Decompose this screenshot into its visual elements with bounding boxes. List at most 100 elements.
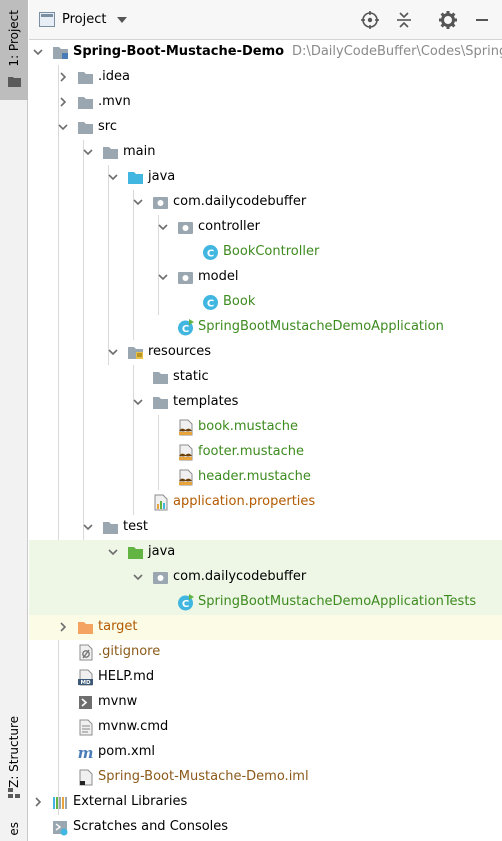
tree-row[interactable]: Scratches and Consoles [29, 815, 502, 840]
svg-text:C: C [207, 249, 214, 260]
tree-row[interactable]: java [29, 540, 502, 565]
chevron-right-icon[interactable] [58, 622, 68, 632]
tree-row[interactable]: C SpringBootMustacheDemoApplication [29, 315, 502, 340]
package-icon [178, 222, 193, 234]
svg-text:C: C [182, 324, 189, 335]
chevron-right-icon[interactable] [58, 72, 68, 82]
chevron-down-icon[interactable] [158, 272, 168, 282]
project-path: D:\DailyCodeBuffer\Codes\Spring-M [292, 44, 502, 59]
chevron-down-icon[interactable] [33, 47, 43, 57]
tree-item-label: HELP.md [98, 669, 155, 684]
tree-row[interactable]: .gitignore [29, 640, 502, 665]
tree-item-label: footer.mustache [198, 444, 304, 459]
text-file-icon [79, 719, 93, 736]
tree-item-label: controller [198, 219, 261, 234]
tree-row[interactable]: header.mustache [29, 465, 502, 490]
svg-text:MD: MD [80, 680, 90, 686]
chevron-down-icon[interactable] [133, 397, 143, 407]
chevron-down-icon[interactable] [83, 147, 93, 157]
tree-item-label: main [123, 144, 156, 159]
excluded-folder-icon [78, 622, 93, 634]
maven-icon: m [78, 744, 94, 761]
tree-row[interactable]: mvnw [29, 690, 502, 715]
tree-row[interactable]: .mvn [29, 90, 502, 115]
folder-icon [8, 77, 21, 87]
locate-icon[interactable] [360, 10, 380, 30]
chevron-down-icon[interactable] [108, 347, 118, 357]
indent-guide [58, 65, 59, 815]
favorites-tab-label: es [7, 822, 21, 836]
chevron-down-icon[interactable] [108, 547, 118, 557]
tree-item-label: com.dailycodebuffer [173, 569, 307, 584]
folder-icon [78, 122, 93, 134]
tree-row[interactable]: src [29, 115, 502, 140]
tree-row[interactable]: target [29, 615, 502, 640]
collapse-all-icon[interactable] [394, 10, 414, 30]
chevron-down-icon[interactable] [83, 522, 93, 532]
chevron-down-icon[interactable] [117, 17, 127, 23]
properties-file-icon [154, 494, 168, 511]
chevron-down-icon[interactable] [108, 172, 118, 182]
gitignore-file-icon [79, 644, 93, 661]
structure-icon [8, 788, 20, 798]
chevron-right-icon[interactable] [33, 797, 43, 807]
view-selector-label[interactable]: Project [62, 12, 107, 27]
tree-item-label: SpringBootMustacheDemoApplication [198, 319, 444, 334]
chevron-down-icon[interactable] [158, 222, 168, 232]
tree-item-label: test [123, 519, 148, 534]
tree-row[interactable]: application.properties [29, 490, 502, 515]
tree-item-label: pom.xml [98, 744, 155, 759]
tree-item-label: target [98, 619, 138, 634]
tree-item-label: model [198, 269, 239, 284]
tree-row[interactable]: mvnw.cmd [29, 715, 502, 740]
tree-row[interactable]: footer.mustache [29, 440, 502, 465]
folder-icon [103, 522, 118, 534]
tree-row[interactable]: com.dailycodebuffer [29, 565, 502, 590]
indent-guide [83, 140, 84, 540]
tree-row[interactable]: test [29, 515, 502, 540]
tree-item-label: com.dailycodebuffer [173, 194, 307, 209]
tree-row[interactable]: Spring-Boot-Mustache-Demo.iml [29, 765, 502, 790]
tree-row[interactable]: static [29, 365, 502, 390]
source-folder-icon [128, 172, 143, 184]
chevron-down-icon[interactable] [58, 122, 68, 132]
tree-row[interactable]: .idea [29, 65, 502, 90]
project-tool-tab[interactable]: 1: Project [0, 0, 28, 100]
tree-row[interactable]: java [29, 165, 502, 190]
tree-item-label: .idea [98, 69, 130, 84]
resources-folder-icon [128, 347, 143, 359]
iml-file-icon [79, 769, 93, 786]
tree-row[interactable]: com.dailycodebuffer [29, 190, 502, 215]
tree-row[interactable]: MD HELP.md [29, 665, 502, 690]
package-icon [153, 197, 168, 209]
tree-row[interactable]: External Libraries [29, 790, 502, 815]
tree-row[interactable]: resources [29, 340, 502, 365]
tree-item-label: BookController [223, 244, 320, 259]
tree-row[interactable]: controller [29, 215, 502, 240]
chevron-down-icon[interactable] [133, 197, 143, 207]
tree-row[interactable]: main [29, 140, 502, 165]
mustache-file-icon [179, 419, 193, 436]
tree-row[interactable]: C BookController [29, 240, 502, 265]
hide-icon[interactable] [472, 10, 492, 30]
tree-item-label: .mvn [98, 94, 131, 109]
tree-row[interactable]: templates [29, 390, 502, 415]
chevron-right-icon[interactable] [58, 97, 68, 107]
tree-item-label: book.mustache [198, 419, 298, 434]
tree-item-label: java [148, 169, 176, 184]
tree-row[interactable]: book.mustache [29, 415, 502, 440]
tree-item-label: header.mustache [198, 469, 311, 484]
favorites-tool-tab[interactable]: es [0, 818, 28, 841]
chevron-down-icon[interactable] [133, 572, 143, 582]
java-class-icon: C [203, 295, 218, 310]
gear-icon[interactable] [438, 10, 458, 30]
tree-row[interactable]: m pom.xml [29, 740, 502, 765]
tree-item-label: static [173, 369, 209, 384]
structure-tool-tab[interactable]: Z: Structure [0, 710, 28, 810]
markdown-file-icon: MD [78, 669, 93, 686]
tree-row[interactable]: model [29, 265, 502, 290]
